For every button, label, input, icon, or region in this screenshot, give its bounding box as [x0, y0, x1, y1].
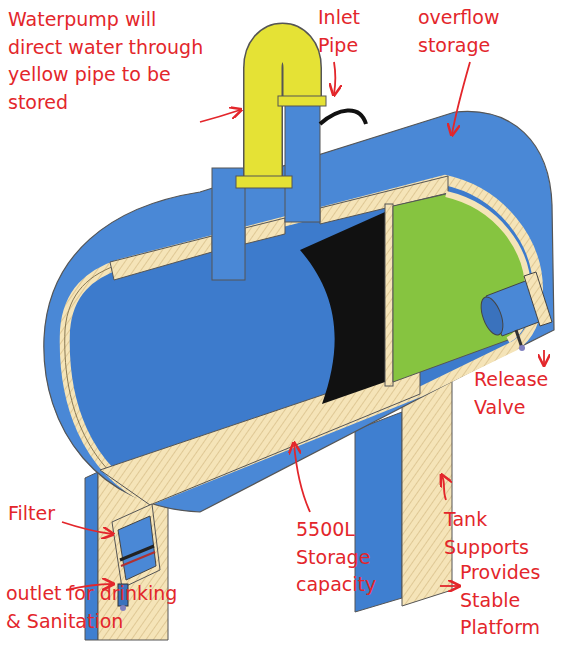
part-label: Filter [8, 500, 78, 528]
annotation-arrows-part [452, 62, 470, 134]
divider-wall [300, 204, 393, 404]
inlet-pipe-part [263, 43, 302, 183]
part-label: outlet for drinking & Sanitation [6, 580, 181, 635]
annotation-arrows-part [334, 62, 336, 94]
capacity-label: 5500L Storage capacity [296, 516, 406, 599]
annotation-arrows-part [62, 522, 112, 534]
release-valve-part [477, 294, 508, 338]
divider-wall-part [300, 212, 385, 404]
filter-outlet-part [120, 546, 154, 560]
note-text: Waterpump will direct water through yell… [8, 6, 208, 116]
part-label: overflow storage [418, 4, 558, 59]
inlet-pipe-part [263, 43, 302, 183]
inlet-pipe [212, 43, 366, 281]
divider-wall-part [385, 204, 393, 386]
note-text: Provides Stable Platform [460, 559, 562, 642]
annotation-arrows-part [440, 585, 458, 587]
part-label: Tank Supports [444, 506, 562, 561]
annotation-arrows-part [294, 444, 310, 512]
annotation-arrows-part [543, 350, 545, 364]
tank-supports-part [402, 380, 452, 606]
part-label: Release Valve [474, 366, 562, 421]
inlet-pipe-part [278, 96, 326, 106]
filter-outlet-part [118, 516, 156, 580]
inlet-pipe-part [320, 110, 366, 124]
filter-outlet-part [112, 504, 160, 588]
tank-body-part [245, 218, 285, 244]
annotation-arrows-part [442, 476, 446, 500]
inlet-pipe-part [285, 100, 320, 222]
tank-body-part [65, 180, 538, 500]
part-label: Inlet Pipe [318, 4, 398, 59]
annotation-arrows-part [200, 110, 240, 122]
filter-outlet-part [121, 552, 155, 566]
release-valve [477, 272, 552, 351]
tank-body-part [110, 236, 212, 280]
release-valve-part [524, 272, 552, 326]
inlet-pipe-part [236, 176, 292, 188]
release-valve-part [519, 345, 525, 351]
